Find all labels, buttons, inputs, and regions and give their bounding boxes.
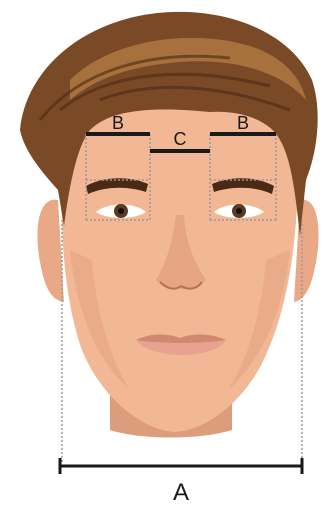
label-b-right: B	[237, 113, 249, 133]
label-b-left: B	[112, 113, 124, 133]
label-a: A	[173, 479, 189, 506]
left-pupil	[118, 208, 124, 214]
label-c: C	[174, 129, 187, 149]
right-pupil	[236, 208, 242, 214]
left-ear	[37, 200, 64, 302]
